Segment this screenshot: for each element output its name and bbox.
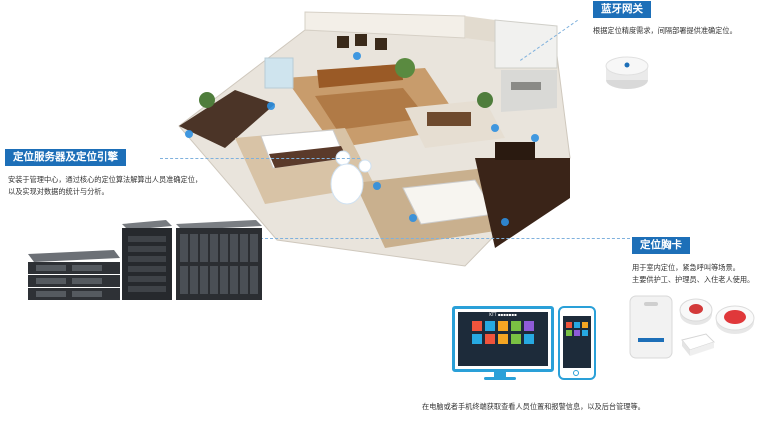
small-tag-icon: [681, 333, 715, 356]
phone: [558, 306, 596, 380]
phone-app-tile[interactable]: [574, 330, 580, 336]
monitor-header: KTT ▪▪▪▪▪▪▪: [489, 312, 517, 317]
monitor: KTT ▪▪▪▪▪▪▪: [452, 306, 554, 372]
monitor-screen: KTT ▪▪▪▪▪▪▪: [458, 312, 548, 366]
rack-server-icon: [28, 250, 120, 300]
connector-server: [260, 238, 630, 239]
monitor-base: [484, 377, 516, 380]
app-tile[interactable]: [524, 321, 534, 331]
app-tile[interactable]: [485, 334, 495, 344]
badge-card-icon: [629, 295, 673, 359]
phone-app-tile[interactable]: [582, 330, 588, 336]
footer-caption: 在电脑或者手机终端获取查看人员位置和报警信息，以及后台管理等。: [422, 402, 645, 411]
gateway-device-icon: [605, 56, 649, 89]
app-tile[interactable]: [498, 321, 508, 331]
phone-home-button[interactable]: [573, 370, 579, 376]
emergency-button-icon: [679, 298, 713, 325]
engine-desc-line1: 安装于管理中心，通过核心的定位算法解算出人员准确定位，: [8, 175, 203, 184]
app-tile[interactable]: [498, 334, 508, 344]
badge-desc-line2: 主要供护工、护理员、入住老人使用。: [632, 275, 755, 284]
gateway-desc: 根据定位精度需求，间隔部署提供准确定位。: [593, 26, 737, 35]
badge-title: 定位胸卡: [632, 237, 690, 254]
app-tile[interactable]: [472, 334, 482, 344]
app-tile[interactable]: [485, 321, 495, 331]
floorplan-illustration: [178, 11, 571, 267]
app-tile[interactable]: [472, 321, 482, 331]
phone-app-tile[interactable]: [566, 330, 572, 336]
app-tile[interactable]: [524, 334, 534, 344]
alarm-button-icon: [715, 305, 755, 334]
badge-desc-line1: 用于室内定位，紧急呼叫等场景。: [632, 263, 740, 272]
engine-desc-line2: 以及实现对数据的统计与分析。: [8, 187, 109, 196]
app-tile[interactable]: [511, 334, 521, 344]
phone-app-tile[interactable]: [582, 322, 588, 328]
phone-app-tile[interactable]: [574, 322, 580, 328]
connector-engine: [160, 158, 360, 159]
tower-server-icon: [122, 220, 172, 300]
monitor-stand: [494, 369, 506, 377]
phone-app-tile[interactable]: [566, 322, 572, 328]
app-tile[interactable]: [511, 321, 521, 331]
engine-title: 定位服务器及定位引擎: [5, 149, 126, 166]
gateway-title: 蓝牙网关: [593, 1, 651, 18]
blade-server-icon: [176, 220, 262, 300]
phone-screen: [563, 316, 591, 368]
